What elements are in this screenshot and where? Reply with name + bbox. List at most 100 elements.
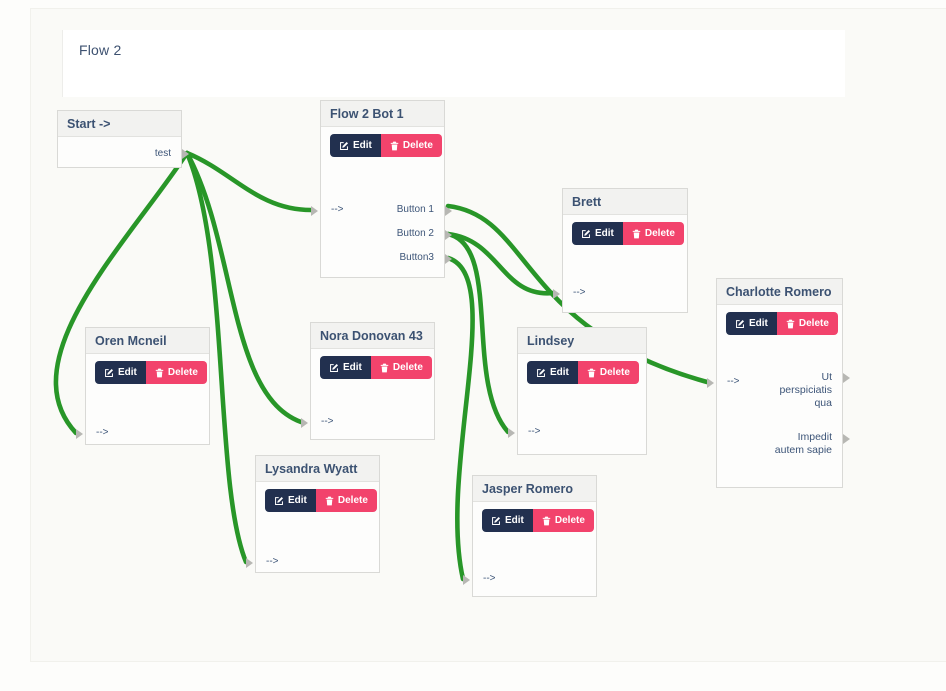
flow-title: Flow 2 — [79, 42, 122, 58]
delete-label: Delete — [644, 228, 675, 239]
delete-label: Delete — [599, 367, 630, 378]
trash-icon — [325, 496, 334, 506]
node-oren-mcneil[interactable]: Oren Mcneil Edit Delete --> — [76, 327, 210, 445]
edit-label: Edit — [343, 362, 362, 373]
node-lysandra-wyatt[interactable]: Lysandra Wyatt Edit Delete --> — [246, 455, 380, 573]
node-lysandra-title[interactable]: Lysandra Wyatt — [256, 456, 379, 482]
input-port[interactable] — [301, 418, 308, 428]
edit-icon — [104, 368, 114, 378]
edit-button[interactable]: Edit — [482, 509, 533, 532]
node-jasper-title[interactable]: Jasper Romero — [473, 476, 596, 502]
output-port-button2[interactable] — [445, 230, 452, 240]
edit-button[interactable]: Edit — [330, 134, 381, 157]
edit-button[interactable]: Edit — [95, 361, 146, 384]
delete-button[interactable]: Delete — [370, 356, 432, 379]
input-port-label: --> — [96, 427, 109, 438]
edit-button[interactable]: Edit — [320, 356, 371, 379]
node-start-title[interactable]: Start -> — [58, 111, 181, 137]
input-port[interactable] — [508, 428, 515, 438]
output-port-button1[interactable] — [445, 206, 452, 216]
input-port-label: --> — [331, 204, 344, 215]
input-port-label: --> — [727, 376, 740, 387]
trash-icon — [632, 229, 641, 239]
node-bot-title[interactable]: Flow 2 Bot 1 — [321, 101, 444, 127]
edit-icon — [581, 229, 591, 239]
input-port[interactable] — [463, 575, 470, 585]
edit-icon — [536, 368, 546, 378]
delete-button[interactable]: Delete — [776, 312, 838, 335]
node-lindsey[interactable]: Lindsey Edit Delete --> — [508, 327, 647, 455]
node-charlotte-title[interactable]: Charlotte Romero — [717, 279, 842, 305]
edit-icon — [274, 496, 284, 506]
delete-label: Delete — [798, 318, 829, 329]
edit-button[interactable]: Edit — [527, 361, 578, 384]
delete-button[interactable]: Delete — [315, 489, 377, 512]
node-brett[interactable]: Brett Edit Delete --> — [553, 188, 688, 313]
node-flow-2-bot-1[interactable]: Flow 2 Bot 1 Edit Delete --> Button 1 Bu… — [311, 100, 452, 278]
flow-title-card: Flow 2 — [62, 30, 845, 97]
output-port-label-button1: Button 1 — [396, 204, 434, 215]
delete-button[interactable]: Delete — [622, 222, 684, 245]
delete-button[interactable]: Delete — [145, 361, 207, 384]
node-nora-donovan-43[interactable]: Nora Donovan 43 Edit Delete --> — [301, 322, 435, 440]
wire-start-to-oren[interactable] — [53, 150, 190, 436]
trash-icon — [380, 363, 389, 373]
output-port-test[interactable] — [182, 149, 189, 159]
wire-start-to-bot[interactable] — [184, 150, 314, 213]
edit-button[interactable]: Edit — [265, 489, 316, 512]
trash-icon — [587, 368, 596, 378]
node-oren-title[interactable]: Oren Mcneil — [86, 328, 209, 354]
output-port-label-button3: Button3 — [399, 252, 434, 263]
input-port[interactable] — [553, 289, 560, 299]
delete-button[interactable]: Delete — [380, 134, 442, 157]
edit-icon — [339, 141, 349, 151]
trash-icon — [390, 141, 399, 151]
edit-label: Edit — [118, 367, 137, 378]
wire-button3-to-jasper[interactable] — [445, 255, 475, 582]
edit-icon — [329, 363, 339, 373]
output-port-label-test: test — [154, 148, 171, 159]
output-port-button3[interactable] — [445, 254, 452, 264]
edit-button[interactable]: Edit — [726, 312, 777, 335]
input-port-label: --> — [321, 416, 334, 427]
input-port-label: --> — [266, 556, 279, 567]
edit-icon — [491, 516, 501, 526]
delete-button[interactable]: Delete — [532, 509, 594, 532]
edit-label: Edit — [353, 140, 372, 151]
wire-start-to-lysandra[interactable] — [184, 150, 249, 565]
node-jasper-romero[interactable]: Jasper Romero Edit Delete --> — [463, 475, 597, 597]
edit-button[interactable]: Edit — [572, 222, 623, 245]
delete-label: Delete — [167, 367, 198, 378]
output-port-impedit[interactable] — [843, 434, 850, 444]
delete-label: Delete — [402, 140, 433, 151]
wire-start-to-nora[interactable] — [184, 150, 304, 425]
output-port-label-impedit: Impedit autem sapie — [774, 431, 832, 456]
wire-button2-to-lindsey[interactable] — [445, 231, 511, 435]
input-port-label: --> — [528, 426, 541, 437]
node-brett-title[interactable]: Brett — [563, 189, 687, 215]
node-lindsey-title[interactable]: Lindsey — [518, 328, 646, 354]
input-port[interactable] — [246, 558, 253, 568]
edit-label: Edit — [749, 318, 768, 329]
delete-label: Delete — [392, 362, 423, 373]
trash-icon — [542, 516, 551, 526]
input-port[interactable] — [76, 429, 83, 439]
output-port-ut[interactable] — [843, 373, 850, 383]
output-port-label-ut: Ut perspiciatis qua — [779, 371, 832, 409]
edit-label: Edit — [288, 495, 307, 506]
node-charlotte-romero[interactable]: Charlotte Romero Edit Delete --> Ut pers… — [707, 278, 850, 488]
edit-label: Edit — [595, 228, 614, 239]
trash-icon — [155, 368, 164, 378]
node-nora-title[interactable]: Nora Donovan 43 — [311, 323, 434, 349]
node-start[interactable]: Start -> test — [57, 110, 189, 168]
trash-icon — [786, 319, 795, 329]
output-port-label-button2: Button 2 — [396, 228, 434, 239]
wire-button2-to-brett[interactable] — [445, 231, 556, 296]
input-port[interactable] — [311, 206, 318, 216]
input-port-label: --> — [573, 287, 586, 298]
input-port-label: --> — [483, 573, 496, 584]
edit-label: Edit — [505, 515, 524, 526]
delete-button[interactable]: Delete — [577, 361, 639, 384]
input-port[interactable] — [707, 378, 714, 388]
